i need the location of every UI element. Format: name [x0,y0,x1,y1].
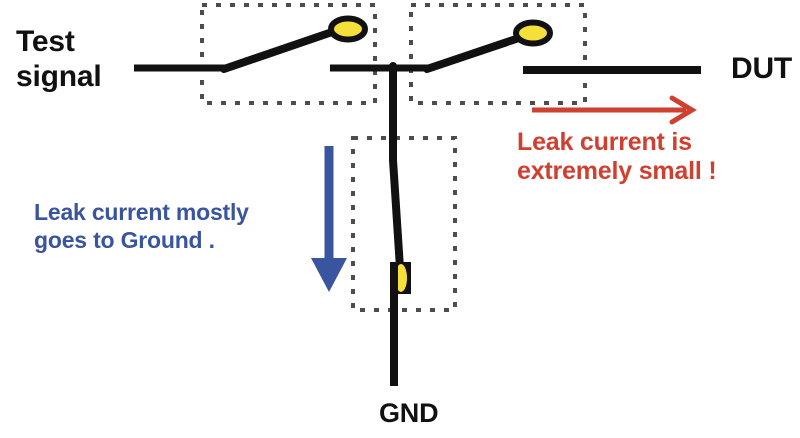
leak-to-dut-arrow [532,95,697,125]
switch-2-contact [513,19,553,47]
label-gnd: GND [379,398,439,428]
annotation-leak-current-to-ground: Leak current mostly goes to Ground . [34,199,249,254]
switch-1-contact [328,15,368,43]
leak-to-ground-arrow [311,146,347,292]
switch-ground-package-box [351,136,457,312]
switch-2-arm [423,33,526,73]
label-test-signal: Test signal [16,25,102,94]
switch-1-arm [220,26,342,73]
switch-1-package-box [200,3,377,105]
label-dut: DUT [731,52,793,85]
annotation-leak-current-small: Leak current is extremely small ! [517,128,717,186]
switch-2-package-box [409,3,587,105]
switch-ground-arm [389,62,404,272]
